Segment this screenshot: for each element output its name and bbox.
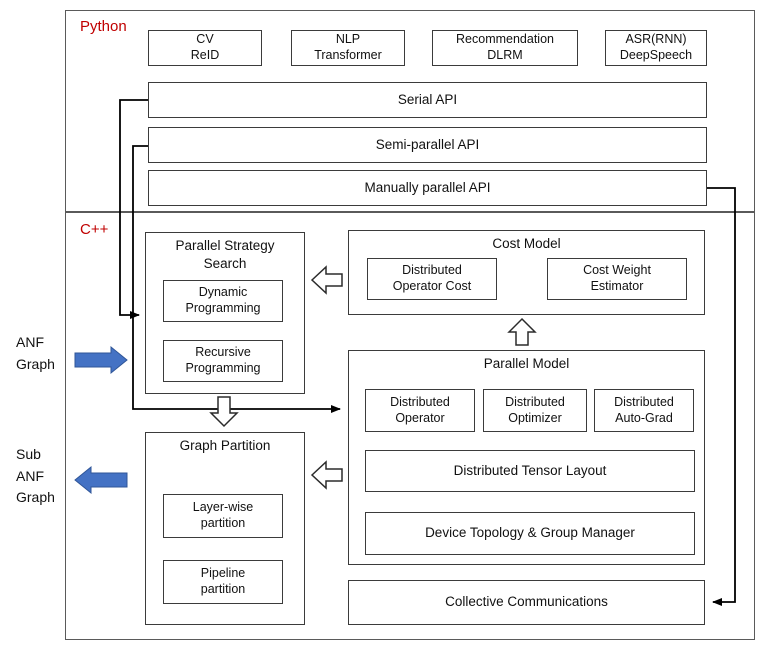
graph-partition-title: Graph Partition	[179, 438, 271, 453]
collective-communications-bar: Collective Communications	[348, 580, 705, 625]
app-box-nlp-transformer: NLP Transformer	[291, 30, 405, 66]
sub-anf-graph-label: Sub ANF Graph	[16, 446, 55, 506]
anf-graph-label: ANF Graph	[16, 334, 55, 372]
parallel-model-title: Parallel Model	[483, 356, 570, 371]
cost-weight-estimator-box: Cost Weight Estimator	[547, 258, 687, 300]
dynamic-programming-box: Dynamic Programming	[163, 280, 283, 322]
layer-wise-partition-box: Layer-wise partition	[163, 494, 283, 538]
serial-api-bar: Serial API	[148, 82, 707, 118]
manually-parallel-api-bar: Manually parallel API	[148, 170, 707, 206]
device-topology-group-manager-box: Device Topology & Group Manager	[365, 512, 695, 555]
recursive-programming-box: Recursive Programming	[163, 340, 283, 382]
app-box-recommendation-dlrm: Recommendation DLRM	[432, 30, 578, 66]
cpp-section-label: C++	[80, 221, 109, 238]
parallel-strategy-search-title: Parallel Strategy Search	[175, 238, 275, 271]
cost-model-title: Cost Model	[492, 236, 561, 251]
app-box-cv-reid: CV ReID	[148, 30, 262, 66]
distributed-auto-grad-box: Distributed Auto-Grad	[594, 389, 694, 432]
distributed-operator-box: Distributed Operator	[365, 389, 475, 432]
python-section-label: Python	[80, 18, 127, 35]
semi-parallel-api-bar: Semi-parallel API	[148, 127, 707, 163]
distributed-tensor-layout-box: Distributed Tensor Layout	[365, 450, 695, 492]
distributed-operator-cost-box: Distributed Operator Cost	[367, 258, 497, 300]
pipeline-partition-box: Pipeline partition	[163, 560, 283, 604]
distributed-optimizer-box: Distributed Optimizer	[483, 389, 587, 432]
app-box-asr-deepspeech: ASR(RNN) DeepSpeech	[605, 30, 707, 66]
